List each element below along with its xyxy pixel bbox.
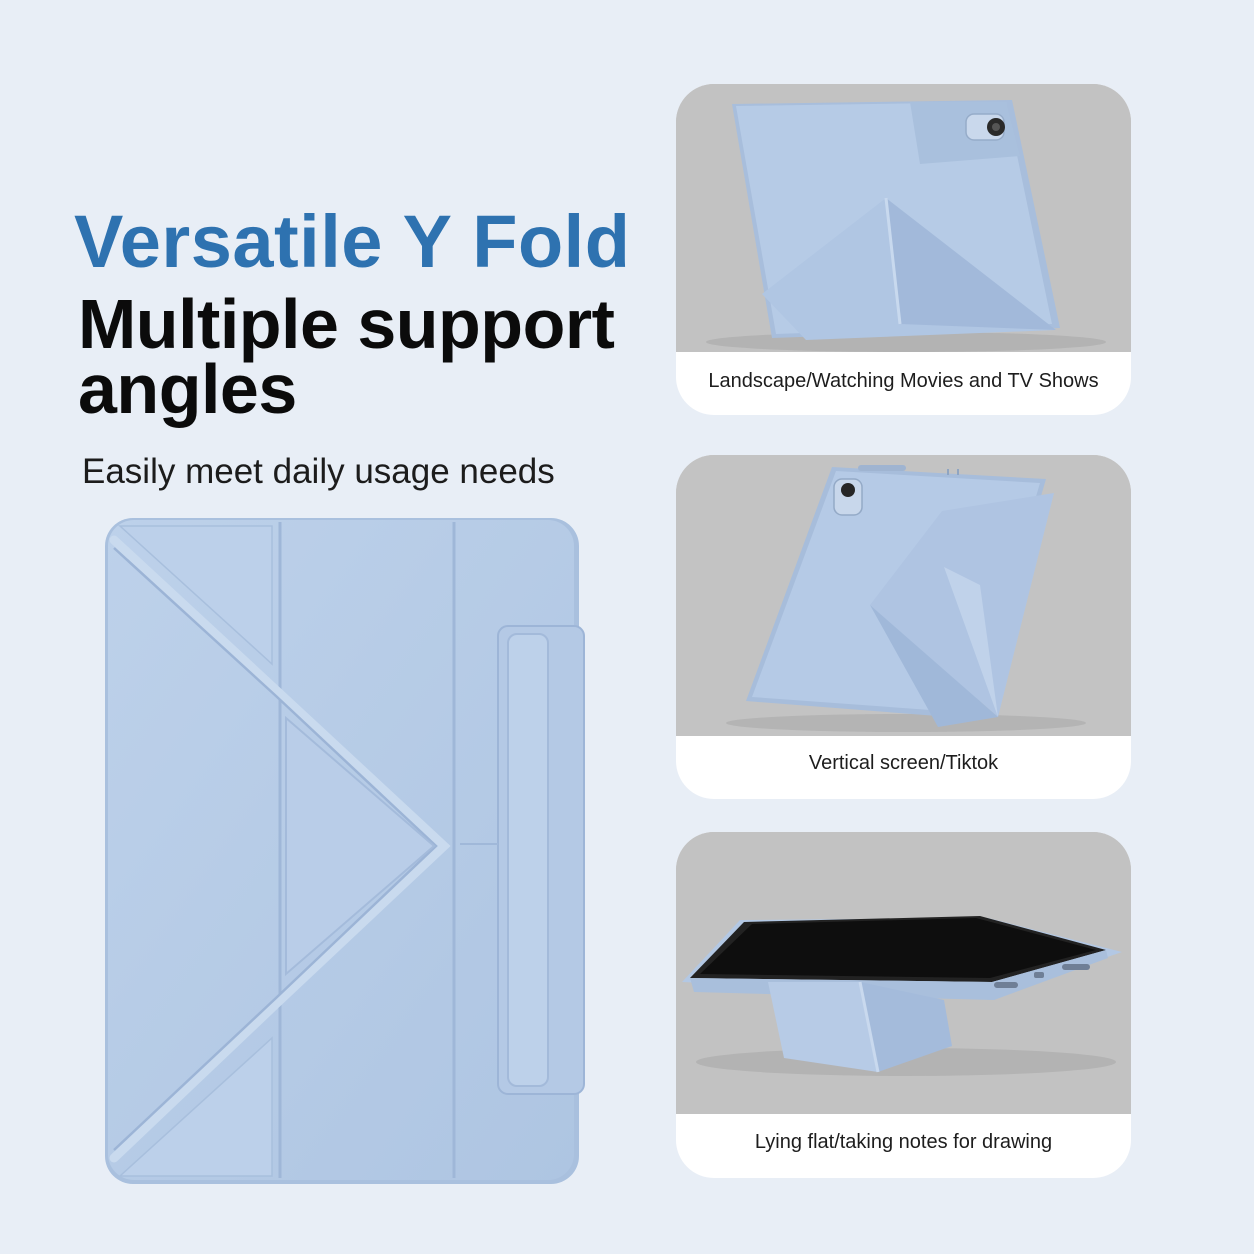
vertical-stand-photo [676,455,1131,736]
usage-card-vertical: Vertical screen/Tiktok [676,455,1131,799]
subtitle: Easily meet daily usage needs [82,452,555,491]
card-caption: Landscape/Watching Movies and TV Shows [708,370,1099,392]
card-caption: Lying flat/taking notes for drawing [754,1131,1053,1153]
headline-primary: Versatile Y Fold [74,200,631,283]
card-caption: Vertical screen/Tiktok [808,752,999,774]
usage-card-flat: Lying flat/taking notes for drawing [676,832,1131,1178]
usage-card-landscape: Landscape/Watching Movies and TV Shows [676,84,1131,415]
landscape-stand-photo [676,84,1131,352]
tablet-case-illustration [100,512,592,1192]
flat-stand-photo [676,832,1131,1114]
headline-secondary: Multiple support angles [78,285,615,429]
